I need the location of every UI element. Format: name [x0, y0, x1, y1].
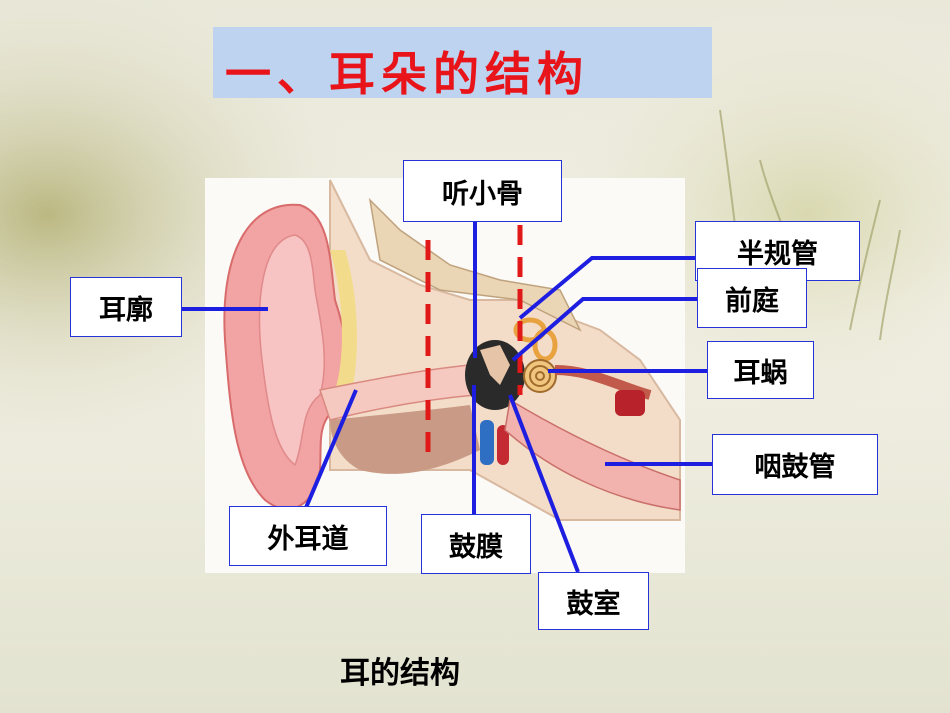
label-vestibule: 前庭 — [697, 268, 807, 328]
title-banner — [213, 27, 712, 98]
blood-vessel-red — [615, 390, 645, 416]
pointer-vestibule — [511, 297, 700, 362]
label-tympanic-cavity: 鼓室 — [538, 572, 649, 630]
blood-vessel-blue — [480, 420, 494, 465]
label-cochlea: 耳蜗 — [707, 341, 814, 399]
cochlea-shape — [523, 359, 557, 393]
eustachian-tube-shape — [504, 398, 681, 511]
label-ossicles: 听小骨 — [403, 160, 562, 222]
label-ear-canal: 外耳道 — [229, 506, 387, 566]
page-title: 一、耳朵的结构 — [225, 47, 589, 101]
label-eardrum: 鼓膜 — [421, 514, 531, 574]
label-eustachian-tube: 咽鼓管 — [712, 434, 878, 495]
pointer-ear-canal — [303, 389, 358, 511]
cartilage — [330, 250, 357, 400]
auricle-inner-fold — [258, 234, 325, 467]
ossicle-chain — [480, 345, 510, 385]
pointer-semicircular-canals — [518, 256, 695, 320]
pointer-tympanic-cavity — [508, 394, 580, 573]
label-auricle: 耳廓 — [70, 277, 182, 337]
lower-tissue — [330, 405, 480, 474]
blood-vessel-red-2 — [497, 425, 509, 465]
figure-caption: 耳的结构 — [340, 656, 460, 691]
